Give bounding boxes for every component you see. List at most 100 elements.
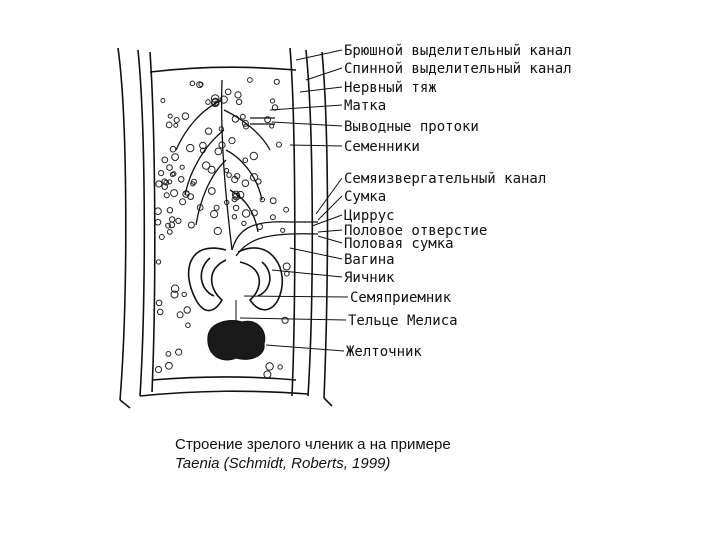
- testis-dot: [167, 113, 173, 119]
- label-12: Яичник: [344, 270, 395, 286]
- leader-line-11: [289, 247, 343, 260]
- leader-line-15: [265, 344, 345, 352]
- testis-dot: [231, 190, 240, 199]
- testis-dot: [181, 291, 187, 298]
- testis-dot: [263, 370, 272, 379]
- testis-dot: [185, 322, 191, 329]
- leader-line-8: [311, 214, 343, 227]
- label-10: Половая сумка: [344, 236, 454, 252]
- testis-dot: [154, 218, 162, 226]
- testis-dot: [168, 221, 176, 229]
- testis-dot: [226, 172, 232, 178]
- testis-dot: [232, 204, 240, 212]
- testis-dot: [213, 204, 220, 211]
- testis-dot: [165, 222, 171, 229]
- testis-dot: [175, 348, 183, 356]
- testis-dot: [249, 151, 259, 161]
- testis-dot: [196, 81, 204, 89]
- testis-dot: [231, 175, 239, 184]
- testis-dot: [155, 299, 163, 307]
- label-3: Матка: [344, 98, 386, 114]
- testis-dot: [166, 164, 173, 171]
- testis-dot: [163, 179, 170, 186]
- testis-dot: [218, 141, 226, 149]
- testis-dot: [213, 226, 222, 236]
- testis-dot: [271, 104, 279, 111]
- testis-dot: [269, 197, 277, 205]
- label-15: Желточник: [346, 344, 422, 360]
- testis-dot: [219, 95, 228, 104]
- caption-line-2: Taenia (Schmidt, Roberts, 1999): [175, 455, 391, 472]
- testis-dot: [179, 198, 187, 206]
- figure-caption: Строение зрелого членик а на примере Tae…: [175, 435, 451, 473]
- testis-dot: [166, 207, 174, 214]
- leader-line-3: [269, 104, 343, 111]
- testis-dot: [207, 165, 216, 174]
- testis-dot: [170, 189, 179, 198]
- leader-line-4: [271, 121, 343, 127]
- testis-dot: [179, 164, 185, 170]
- testis-dot: [277, 364, 283, 370]
- testis-dot: [189, 80, 196, 87]
- testis-dot: [169, 145, 177, 153]
- testis-dot: [276, 141, 282, 148]
- testis-dot: [163, 192, 170, 199]
- testis-dot: [214, 147, 223, 156]
- testis-dot: [169, 216, 176, 223]
- testis-dot: [173, 117, 180, 124]
- testis-dot: [231, 196, 238, 203]
- testis-dot: [241, 220, 247, 227]
- testis-dot: [165, 351, 172, 357]
- label-8: Циррус: [344, 208, 395, 224]
- testis-dot: [181, 112, 190, 120]
- testis-dot: [202, 161, 211, 170]
- testis-dot: [235, 98, 243, 106]
- leader-line-9: [317, 229, 343, 233]
- label-7: Сумка: [344, 189, 386, 205]
- vitellarium: [207, 300, 266, 361]
- testis-dot: [176, 311, 184, 319]
- testis-dot: [280, 227, 286, 233]
- testis-dot: [204, 127, 213, 135]
- leader-line-2: [299, 86, 343, 93]
- testis-dot: [247, 77, 253, 83]
- testis-dot: [259, 196, 265, 203]
- testis-dot: [186, 143, 195, 153]
- testis-dot: [241, 179, 250, 187]
- ducts: [231, 117, 319, 257]
- testis-dot: [210, 210, 219, 219]
- testis-dot: [224, 168, 230, 173]
- testis-dot: [171, 153, 180, 162]
- testis-dot: [269, 123, 275, 129]
- testis-dot: [283, 206, 290, 213]
- leader-line-12: [271, 269, 343, 278]
- leader-line-6: [315, 177, 343, 215]
- testis-dot: [183, 306, 191, 314]
- leader-line-0: [295, 49, 343, 61]
- label-6: Семяизвергательный канал: [344, 171, 546, 187]
- testis-dot: [210, 94, 220, 103]
- testis-dot: [241, 119, 249, 127]
- testis-dot: [243, 123, 249, 130]
- leader-line-10: [317, 235, 343, 244]
- testis-dot: [281, 316, 289, 324]
- testis-dot: [177, 176, 185, 183]
- label-5: Семенники: [344, 139, 420, 155]
- testis-dot: [234, 91, 242, 99]
- label-11: Вагина: [344, 252, 395, 268]
- testis-dot: [166, 229, 173, 235]
- label-4: Выводные протоки: [344, 119, 479, 135]
- testis-dot: [241, 209, 251, 218]
- leader-line-13: [243, 295, 349, 298]
- testis-dot: [155, 180, 163, 188]
- leader-lines: [239, 49, 349, 352]
- testis-dot: [242, 157, 249, 163]
- leader-line-14: [239, 317, 347, 321]
- testis-dot: [249, 173, 259, 182]
- testis-dot: [231, 214, 238, 220]
- testis-dot: [265, 362, 274, 371]
- testis-dot: [269, 98, 276, 104]
- testis-dot: [173, 122, 179, 128]
- label-14: Тельце Мелиса: [348, 313, 458, 329]
